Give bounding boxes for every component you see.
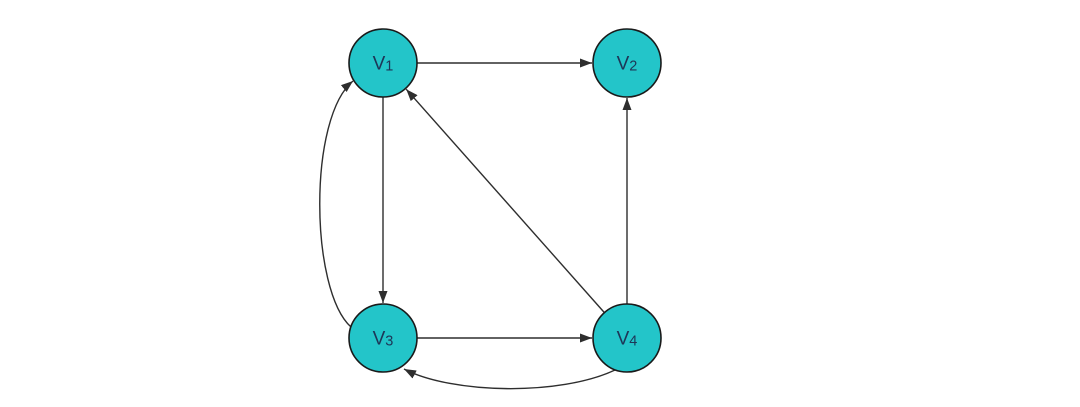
node-v4-label: V4 (617, 329, 638, 350)
node-v3-circle (348, 303, 418, 373)
edge-v3-to-v1 (319, 80, 354, 328)
node-v2-circle (592, 28, 662, 98)
edges-layer (319, 58, 632, 390)
node-v1-label: V1 (373, 54, 394, 75)
node-v2-label: V2 (617, 54, 638, 75)
edge-v4-to-v1 (405, 88, 605, 314)
node-v3-label: V3 (373, 329, 394, 350)
node-v1-circle (348, 28, 418, 98)
edge-v4-to-v3 (403, 368, 616, 390)
node-v1: V1 (348, 28, 418, 98)
node-v2: V2 (592, 28, 662, 98)
node-v3: V3 (348, 303, 418, 373)
node-v4-circle (592, 303, 662, 373)
node-v4: V4 (592, 303, 662, 373)
